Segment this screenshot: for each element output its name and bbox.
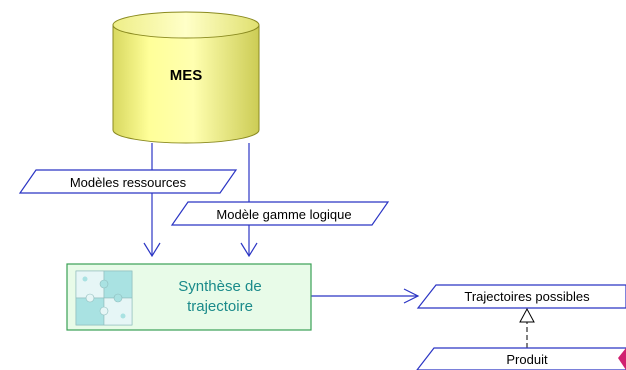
product-dependency-arrow — [519, 307, 535, 348]
resource-models-label: Modèles ressources — [70, 175, 187, 190]
resource-models-flow[interactable]: Modèles ressources — [18, 169, 238, 194]
trajectory-synthesis-process[interactable]: Synthèse de trajectoire — [66, 263, 312, 331]
arrowhead-trajectories — [403, 288, 420, 304]
flow-lines — [143, 143, 420, 304]
process-label-line1: Synthèse de — [178, 278, 261, 295]
arrowhead-routing — [240, 242, 258, 258]
logical-routing-label: Modèle gamme logique — [216, 207, 351, 222]
product-flow-edge-marker — [618, 348, 626, 370]
product-flow[interactable]: Produit — [416, 347, 626, 370]
mes-database-label: MES — [170, 67, 203, 84]
arrowhead-resources — [143, 242, 161, 258]
logical-routing-flow[interactable]: Modèle gamme logique — [170, 201, 390, 226]
product-label: Produit — [506, 352, 548, 367]
possible-trajectories-label: Trajectoires possibles — [464, 289, 590, 304]
process-label-line2: trajectoire — [187, 298, 253, 315]
mes-database[interactable]: MES — [112, 11, 260, 144]
possible-trajectories-flow[interactable]: Trajectoires possibles — [416, 284, 626, 309]
puzzle-icon — [75, 270, 133, 326]
